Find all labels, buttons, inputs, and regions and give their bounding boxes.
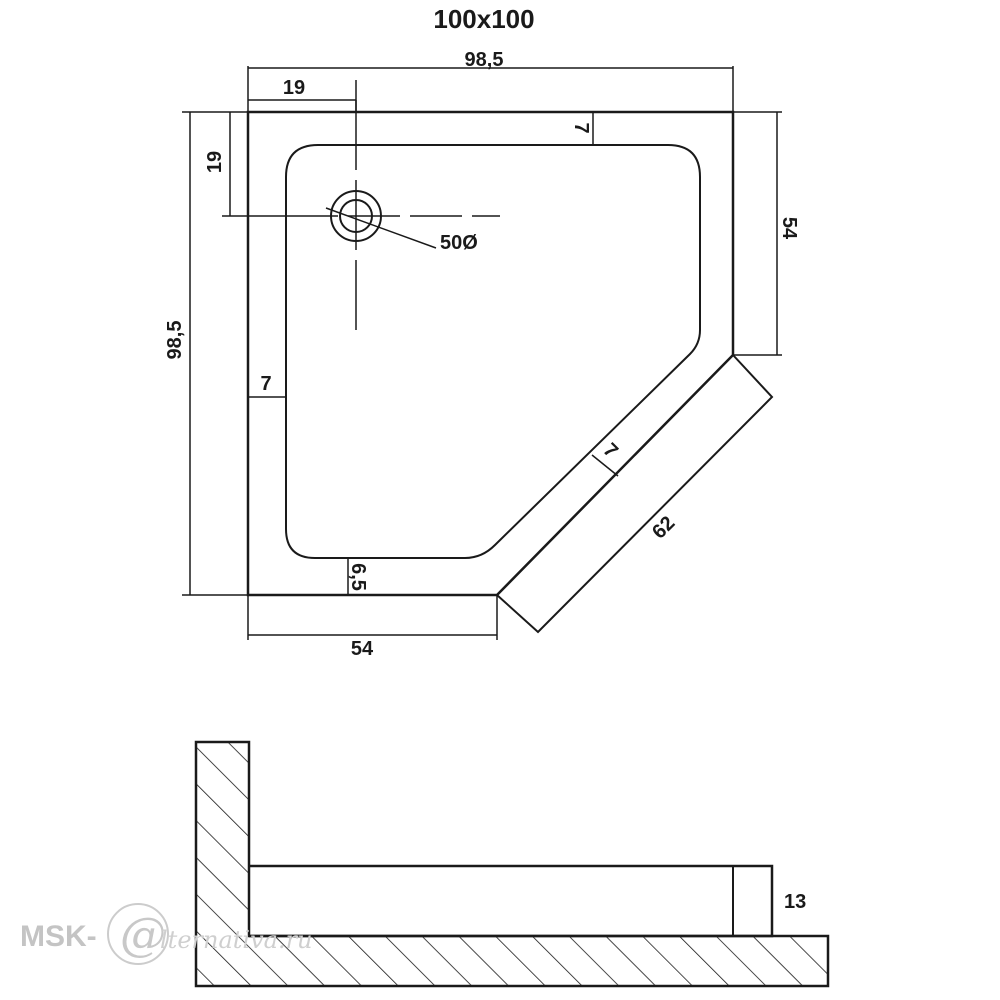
dim-rim-left: 7 [260,373,271,395]
tray-inner-basin [285,144,701,559]
watermark-script: lternativa.ru [160,926,313,954]
drain-outer-ring [330,190,382,242]
tray-section-body [249,864,774,938]
dim-top-width: 98,5 [465,49,504,71]
watermark: MSK- @ lternativa.ru [20,903,313,965]
diagonal-side-band [496,354,774,634]
drain-inner-ring [339,199,373,233]
dim-rim-top: 7 [570,122,592,133]
tray-outer-outline [246,110,735,597]
plan-view: 98,5 19 19 98,5 54 54 62 7 7 7 6,5 50Ø [164,49,800,660]
watermark-circle [107,903,169,965]
watermark-brand: MSK- [20,920,97,953]
drawing-title: 100x100 [433,4,534,34]
dim-rim-bottom: 6,5 [347,563,369,591]
dim-tray-height: 13 [784,891,806,913]
dim-left-height: 98,5 [164,321,186,360]
drain-leader-line [325,207,437,249]
dim-drain-offset-x: 19 [283,77,305,99]
dim-line-rim-diagonal [591,454,619,477]
dim-right-side: 54 [778,217,800,240]
dim-drain-offset-y: 19 [204,151,226,173]
dim-bottom-side: 54 [351,638,374,660]
dim-drain-diameter: 50Ø [440,232,478,254]
watermark-at: @ [120,907,166,961]
dim-rim-diagonal: 7 [599,439,622,462]
section-view: 13 [194,740,830,988]
